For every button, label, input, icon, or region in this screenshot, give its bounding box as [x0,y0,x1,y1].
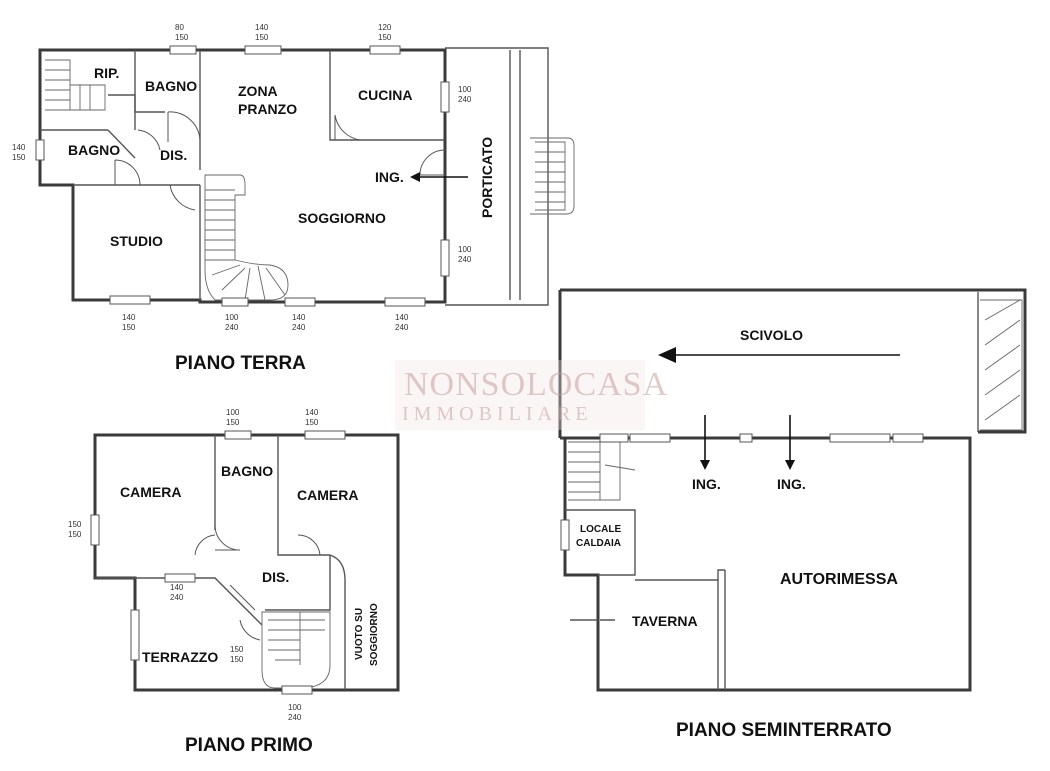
room-label-ing-2: ING. [777,476,806,492]
entrance-arrow-head [410,172,420,182]
dim-label: 150 [12,153,26,162]
dim-label: 240 [292,323,306,332]
room-label-ing-1: ING. [692,476,721,492]
dim-label: 100 [458,85,472,94]
dim-label: 150 [230,655,244,664]
room-label-ing: ING. [375,169,404,185]
room-label-terrazzo: TERRAZZO [142,649,218,665]
dim-label: 140 [12,143,26,152]
dim-label: 140 [292,313,306,322]
dim-label: 100 [288,703,302,712]
dim-label: 120 [378,23,392,32]
dim-label: 240 [288,713,302,722]
watermark-background [395,360,645,430]
dim-label: 150 [68,530,82,539]
dim-label: 240 [170,593,184,602]
dim-label: 100 [226,408,240,417]
room-label-rip: RIP. [94,65,119,81]
dim-label: 80 [175,23,184,32]
dim-label: 140 [122,313,136,322]
room-label-pranzo: PRANZO [238,101,297,117]
dim-label: 150 [255,33,269,42]
room-label-vuoto-1: VUOTO SU [354,608,365,660]
dim-label: 150 [68,520,82,529]
room-label-bagno: BAGNO [221,463,273,479]
dim-label: 140 [255,23,269,32]
dim-label: 240 [458,95,472,104]
dim-label: 240 [395,323,409,332]
dim-label: 140 [395,313,409,322]
room-label-vuoto-2: SOGGIORNO [369,603,380,666]
room-label-taverna: TAVERNA [632,613,698,629]
room-label-studio: STUDIO [110,233,163,249]
room-label-dis: DIS. [160,147,187,163]
room-label-locale: LOCALE [580,524,621,535]
room-label-zona: ZONA [238,83,278,99]
piano-primo-plan [90,430,400,695]
dim-label: 100 [458,245,472,254]
dim-label: 150 [122,323,136,332]
room-label-dis: DIS. [262,569,289,585]
dim-label: 150 [378,33,392,42]
dim-label: 140 [170,583,184,592]
room-label-cucina: CUCINA [358,87,412,103]
dim-label: 100 [225,313,239,322]
dim-label: 240 [458,255,472,264]
dim-label: 240 [225,323,239,332]
entrance-arrow-1-head [700,460,710,470]
room-label-scivolo: SCIVOLO [740,327,803,343]
room-label-autorimessa: AUTORIMESSA [780,571,898,588]
room-label-soggiorno: SOGGIORNO [298,210,386,226]
dim-label: 150 [175,33,189,42]
floor-title-seminterrato: PIANO SEMINTERRATO [676,720,892,741]
dim-label: 150 [226,418,240,427]
piano-terra-labels: RIP. BAGNO ZONA PRANZO CUCINA BAGNO DIS.… [68,65,495,374]
piano-seminterrato-labels: SCIVOLO ING. ING. LOCALE CALDAIA AUTORIM… [576,327,900,741]
dim-label: 150 [305,418,319,427]
watermark: NONSOLOCASA IMMOBILIARE [395,360,668,430]
dim-label: 140 [305,408,319,417]
watermark-text-1: NONSOLOCASA [404,366,668,403]
room-label-caldaia: CALDAIA [576,538,621,549]
room-label-camera-right: CAMERA [297,487,358,503]
floor-title-terra: PIANO TERRA [175,353,306,374]
piano-primo-dimensions: 100 150 140 150 150 150 140 240 150 150 … [68,408,319,722]
room-label-porticato: PORTICATO [479,137,495,218]
room-label-camera-left: CAMERA [120,484,181,500]
room-label-bagno: BAGNO [145,78,197,94]
piano-terra-dimensions: 80 150 140 150 120 150 100 240 100 240 1… [12,23,472,332]
floor-title-primo: PIANO PRIMO [185,735,313,756]
piano-seminterrato-plan [558,288,1027,692]
piano-terra-plan [35,45,575,307]
watermark-text-2: IMMOBILIARE [402,403,593,425]
entrance-arrow-2-head [785,460,795,470]
dim-label: 150 [230,645,244,654]
ramp-arrow-head [658,347,676,363]
piano-primo-labels: BAGNO CAMERA CAMERA DIS. TERRAZZO VUOTO … [120,463,380,756]
room-label-bagno-left: BAGNO [68,142,120,158]
